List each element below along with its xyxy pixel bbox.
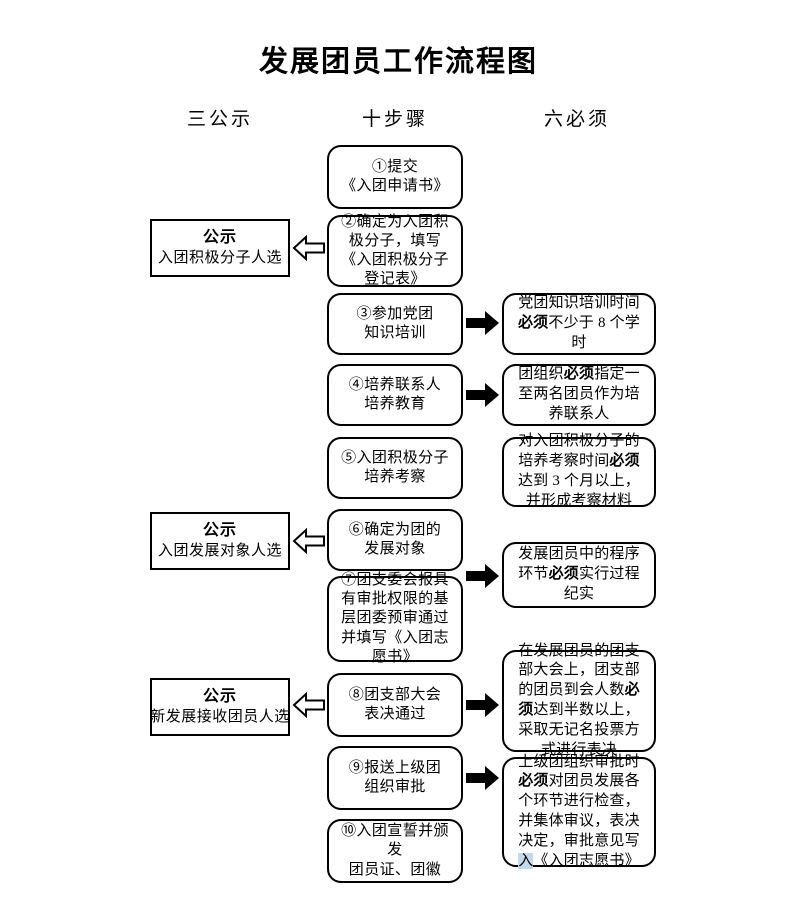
step-text: ⑦团支委会报具有审批权限的基层团委预审通过并填写《入团志愿书》 xyxy=(341,572,449,665)
step-box-8[interactable]: ⑧团支部大会表决通过 xyxy=(327,673,463,737)
requirement-text: 发展团员中的程序环节必须实行过程纪实 xyxy=(518,546,640,602)
notice-subtitle: 新发展接收团员人选 xyxy=(150,709,290,726)
page-title: 发展团员工作流程图 xyxy=(258,46,538,78)
requirement-box-2[interactable]: 团组织必须指定一至两名团员作为培养联系人 xyxy=(502,364,656,426)
step-box-5[interactable]: ⑤入团积极分子培养考察 xyxy=(327,437,463,499)
requirement-box-3[interactable]: 对入团积极分子的培养考察时间必须达到 3 个月以上，并形成考察材料 xyxy=(502,433,656,509)
requirement-text: 上级团组织审批时必须对团员发展各个环节进行检查，并集体审议，表决决定，审批意见写… xyxy=(518,753,640,869)
step-text: ⑤入团积极分子培养考察 xyxy=(341,449,449,485)
hollow-left-arrow-2 xyxy=(292,527,326,555)
solid-right-arrow-5 xyxy=(466,765,500,791)
step-text: ①提交《入团申请书》 xyxy=(341,158,449,194)
hollow-left-arrow-1 xyxy=(292,234,326,262)
step-box-2[interactable]: ②确定为入团积极分子，填写《入团积极分子登记表》 xyxy=(327,213,463,288)
requirement-box-5[interactable]: 在发展团员的团支部大会上，团支部的团员到会人数必须达到半数以上，采取无记名投票方… xyxy=(502,643,656,758)
step-box-4[interactable]: ④培养联系人培养教育 xyxy=(327,364,463,426)
column-header-right: 六必须 xyxy=(543,109,610,130)
step-box-7[interactable]: ⑦团支委会报具有审批权限的基层团委预审通过并填写《入团志愿书》 xyxy=(327,572,463,665)
column-header-left: 三公示 xyxy=(186,109,253,130)
step-text: ⑩入团宣誓并颁发团员证、团徽 xyxy=(341,823,449,878)
requirement-text: 对入团积极分子的培养考察时间必须达到 3 个月以上，并形成考察材料 xyxy=(517,433,640,509)
notice-box-3[interactable]: 公示 新发展接收团员人选 xyxy=(150,678,290,736)
notice-title: 公示 xyxy=(202,228,237,246)
requirement-text: 党团知识培训时间必须不少于 8 个学时 xyxy=(517,295,640,351)
notice-subtitle: 入团发展对象人选 xyxy=(158,543,283,560)
step-box-9[interactable]: ⑨报送上级团组织审批 xyxy=(327,746,463,810)
step-text: ⑥确定为团的发展对象 xyxy=(348,521,442,557)
requirement-text: 团组织必须指定一至两名团员作为培养联系人 xyxy=(518,366,640,422)
requirement-box-6[interactable]: 上级团组织审批时必须对团员发展各个环节进行检查，并集体审议，表决决定，审批意见写… xyxy=(502,754,656,869)
solid-right-arrow-4 xyxy=(466,692,500,718)
step-box-6[interactable]: ⑥确定为团的发展对象 xyxy=(327,509,463,571)
step-box-3[interactable]: ③参加党团知识培训 xyxy=(327,293,463,355)
solid-right-arrow-3 xyxy=(466,563,500,589)
step-text: ⑧团支部大会表决通过 xyxy=(348,686,442,722)
step-box-1[interactable]: ①提交《入团申请书》 xyxy=(327,145,463,209)
requirement-box-1[interactable]: 党团知识培训时间必须不少于 8 个学时 xyxy=(502,293,656,355)
step-text: ④培养联系人培养教育 xyxy=(348,376,442,412)
step-text: ③参加党团知识培训 xyxy=(356,305,434,341)
notice-subtitle: 入团积极分子人选 xyxy=(158,250,283,267)
solid-right-arrow-2 xyxy=(466,382,500,408)
requirement-text: 在发展团员的团支部大会上，团支部的团员到会人数必须达到半数以上，采取无记名投票方… xyxy=(518,642,640,758)
notice-title: 公示 xyxy=(202,521,237,539)
step-text: ②确定为入团积极分子，填写《入团积极分子登记表》 xyxy=(341,213,449,288)
hollow-left-arrow-3 xyxy=(292,691,326,719)
column-header-center: 十步骤 xyxy=(361,109,428,130)
step-box-10[interactable]: ⑩入团宣誓并颁发团员证、团徽 xyxy=(327,819,463,883)
notice-box-1[interactable]: 公示 入团积极分子人选 xyxy=(150,219,290,277)
notice-title: 公示 xyxy=(202,687,237,705)
notice-box-2[interactable]: 公示 入团发展对象人选 xyxy=(150,512,290,570)
solid-right-arrow-1 xyxy=(466,310,500,336)
step-text: ⑨报送上级团组织审批 xyxy=(348,759,442,795)
requirement-box-4[interactable]: 发展团员中的程序环节必须实行过程纪实 xyxy=(502,542,656,608)
